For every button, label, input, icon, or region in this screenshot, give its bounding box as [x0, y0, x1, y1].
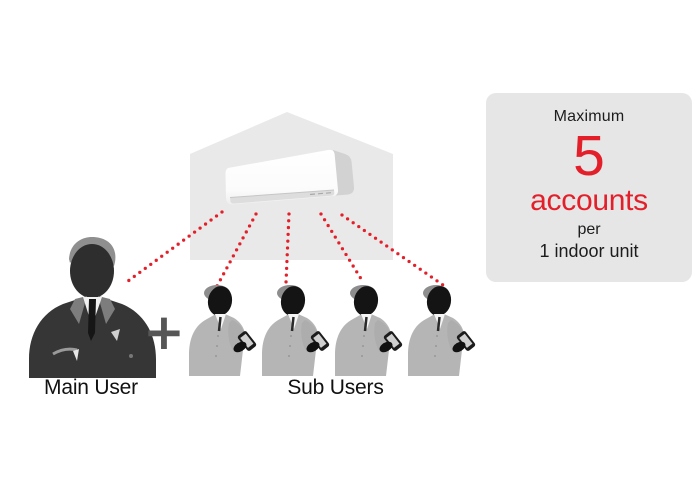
signal-dotted-line-sub3	[319, 212, 365, 284]
panel-number-text: 5	[573, 124, 605, 188]
panel-maximum-text: Maximum	[553, 108, 625, 125]
indoor-unit-flap	[230, 190, 335, 204]
panel-accounts-text: accounts	[530, 184, 648, 217]
sub-user-figure	[183, 284, 257, 376]
sub-user-hand	[379, 341, 393, 353]
smartphone-icon	[456, 331, 476, 351]
sub-user-head	[353, 286, 379, 316]
sub-user-silhouette-icon	[408, 285, 476, 376]
signal-dotted-line-sub4	[340, 213, 445, 287]
sub-user-buttons	[288, 335, 292, 357]
sub-user-hand	[233, 341, 247, 353]
sub-user-buttons	[361, 335, 365, 357]
indoor-unit-front	[225, 149, 339, 205]
indoor-unit-side	[332, 150, 355, 196]
sub-user-silhouette-icon	[189, 285, 257, 376]
main-user-tie	[88, 299, 96, 341]
sub-user-tie	[217, 316, 222, 332]
indoor-unit-flap-line	[229, 189, 335, 198]
sub-user-head	[280, 286, 306, 316]
panel-per-text: per	[577, 221, 601, 238]
smartphone-icon	[310, 331, 330, 351]
main-user-lapel-left	[70, 296, 87, 324]
panel-indoor-unit-text: 1 indoor unit	[539, 241, 639, 261]
main-user-silhouette-icon	[29, 237, 156, 378]
sub-user-silhouette-icon	[335, 285, 403, 376]
indoor-unit-icon	[225, 149, 355, 205]
sub-user-hand	[452, 341, 466, 353]
sub-user-figure	[329, 284, 403, 376]
main-user-button	[129, 354, 133, 358]
sub-user-silhouette-icon	[262, 285, 330, 376]
sub-user-buttons	[215, 335, 219, 357]
sub-user-tie	[363, 316, 368, 332]
indoor-unit-vents	[309, 192, 332, 196]
main-user-cuff	[73, 349, 79, 361]
sub-user-head	[426, 286, 452, 316]
main-user-pocket	[111, 329, 120, 341]
sub-users-label: Sub Users	[287, 376, 384, 399]
smartphone-icon	[237, 331, 257, 351]
sub-user-buttons	[434, 335, 438, 357]
sub-user-head	[207, 286, 233, 316]
signal-dotted-line-main	[122, 210, 224, 286]
main-user-head	[70, 244, 114, 298]
sub-user-figure	[402, 284, 476, 376]
max-accounts-panel: Maximum 5 accounts per 1 indoor unit	[486, 93, 692, 282]
sub-user-hand	[306, 341, 320, 353]
sub-user-tie	[436, 316, 441, 332]
signal-dotted-line-sub2	[284, 212, 291, 285]
plus-icon: +	[143, 303, 185, 361]
main-user-label: Main User	[44, 376, 138, 399]
sub-user-tie	[290, 316, 295, 332]
sub-users-row	[183, 284, 476, 376]
main-user-arm-line	[52, 347, 78, 356]
signal-dotted-line-sub1	[214, 212, 258, 290]
main-user-lapel-right	[98, 296, 115, 324]
sub-user-figure	[256, 284, 330, 376]
smartphone-icon	[383, 331, 403, 351]
